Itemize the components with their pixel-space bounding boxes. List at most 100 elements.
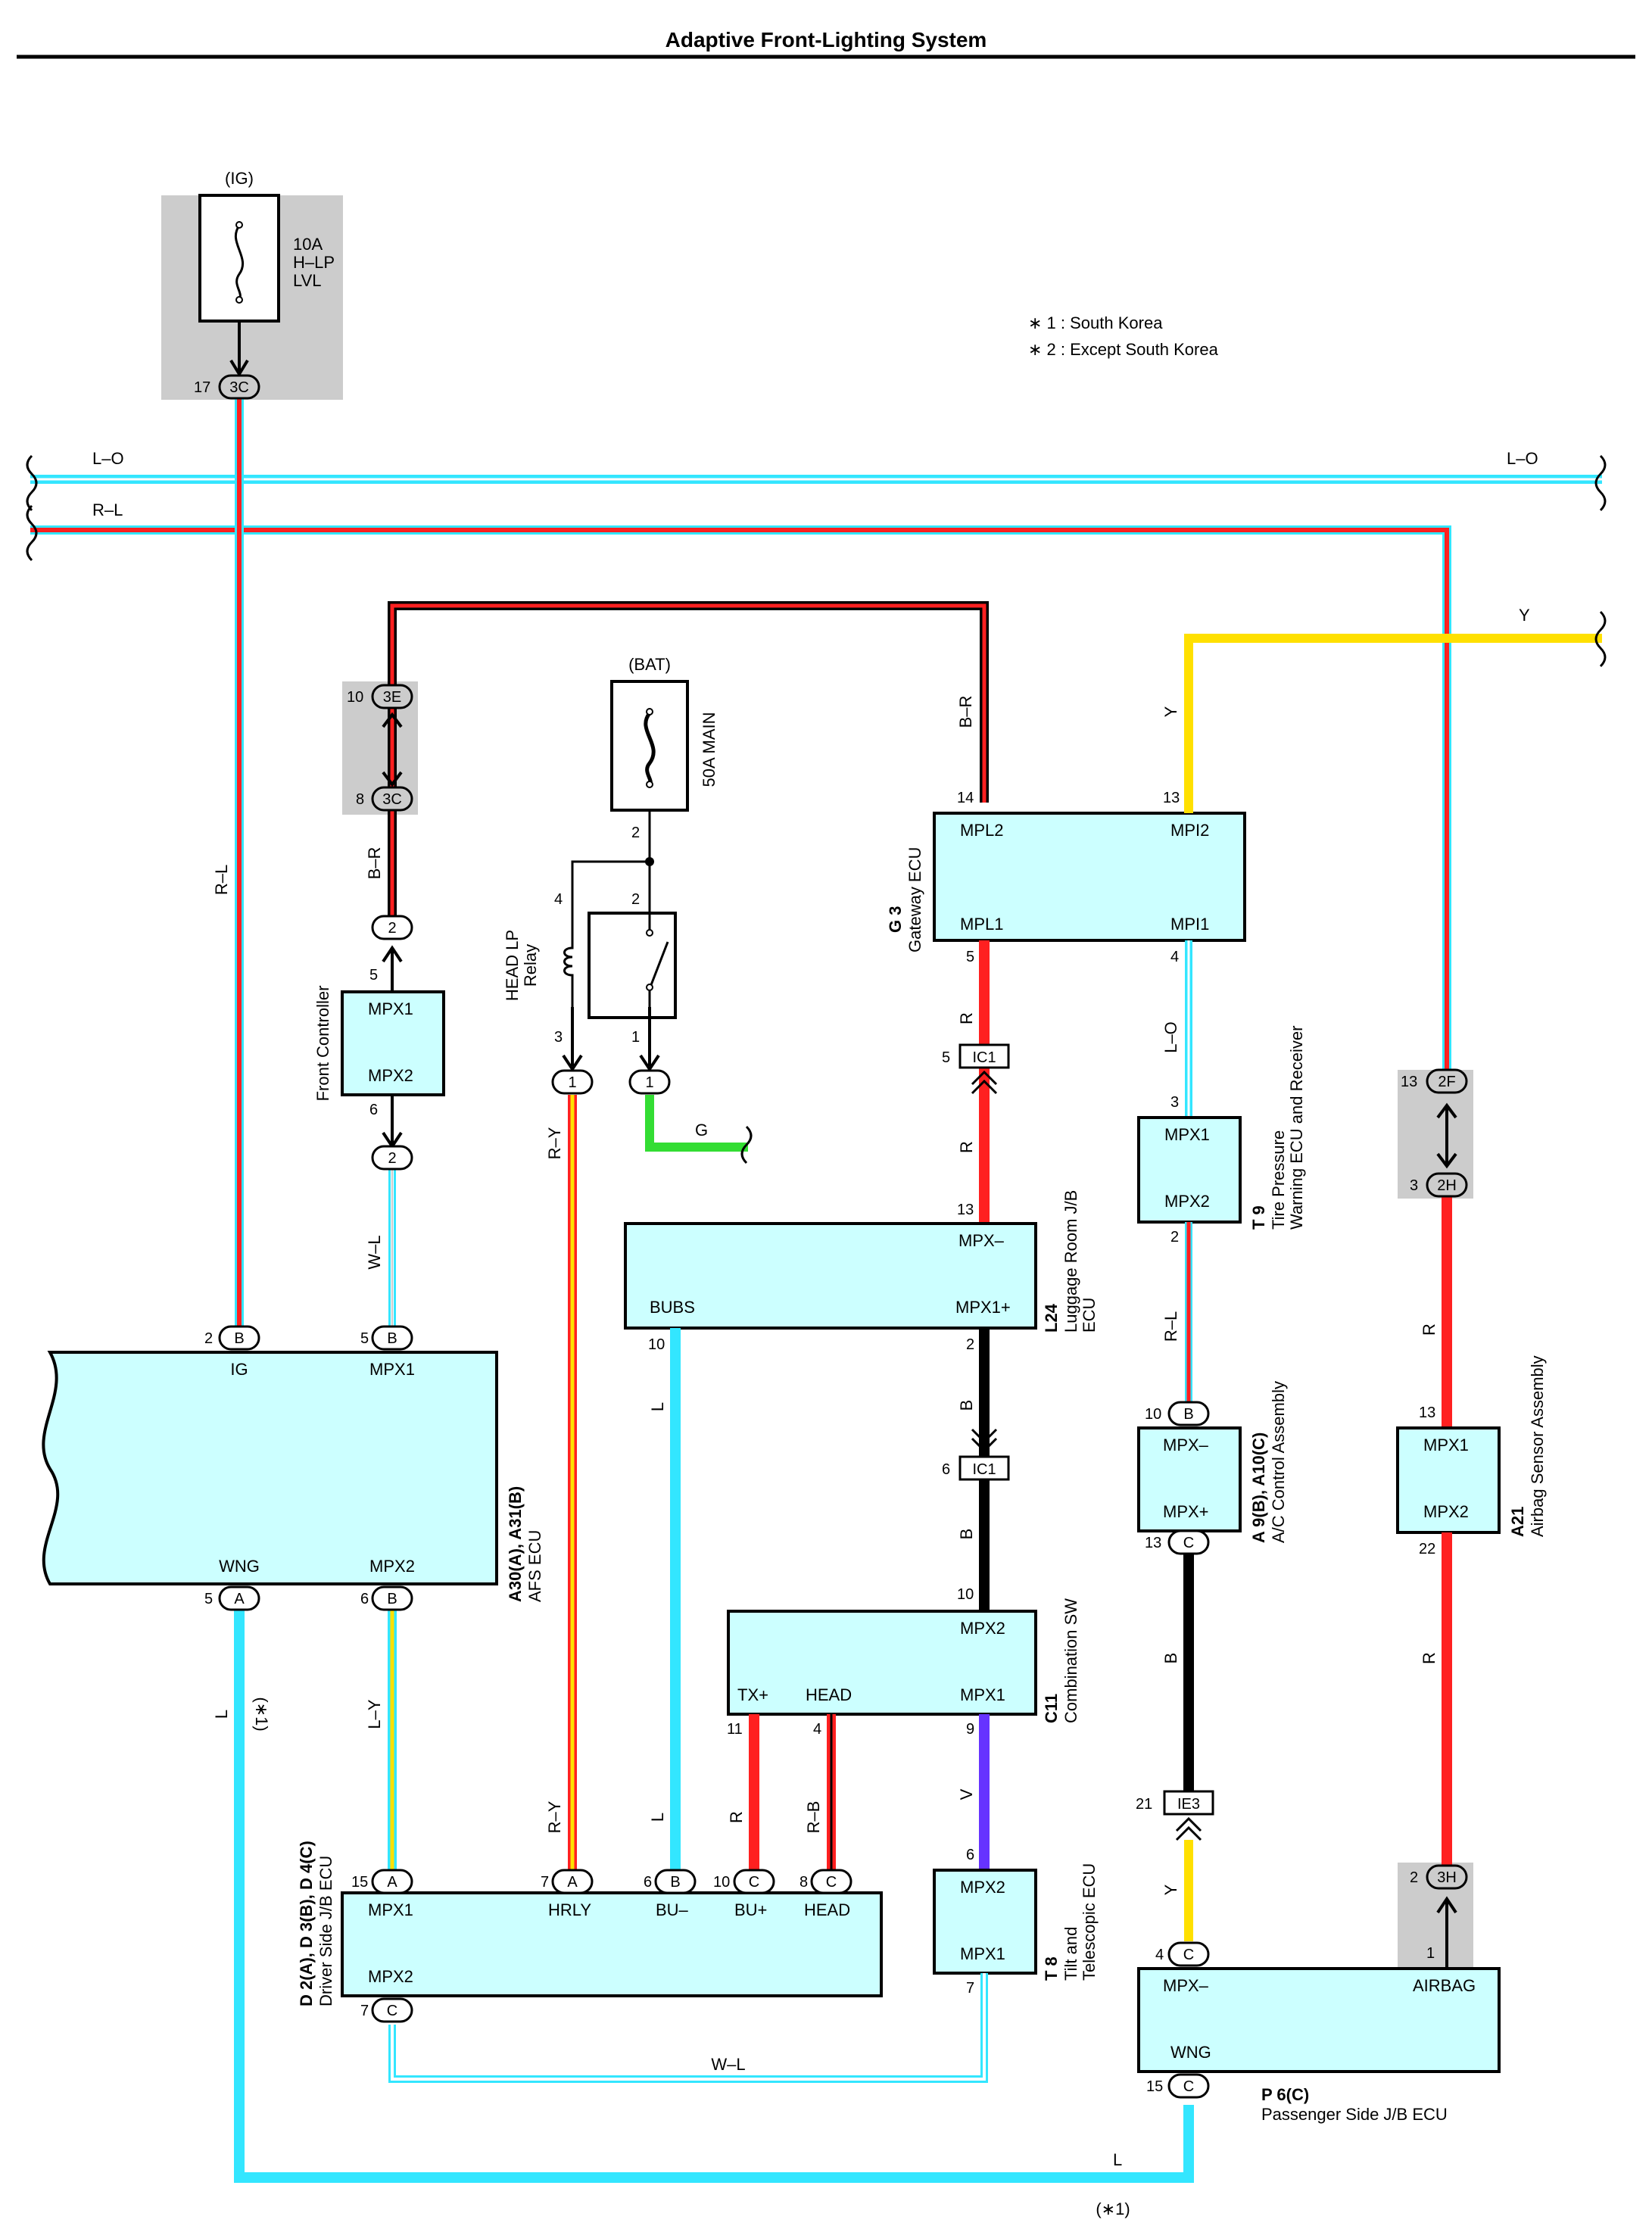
pin-7-tilt: 7 [966,1980,974,1997]
wire-y-pass-label: Y [1161,1884,1180,1895]
connector-ie3 [1163,1790,1214,1816]
wire-br-front: B–R [365,847,384,880]
note-2: ∗ 2 : Except South Korea [1028,340,1219,359]
comb-mpx2: MPX2 [960,1619,1005,1638]
pin-5-gw: 5 [966,949,974,965]
conn-b-afs-ig: B [234,1330,244,1347]
pin-13-lug: 13 [957,1202,974,1218]
gateway-mpl1: MPL1 [960,915,1003,934]
pin-6-ic1: 6 [942,1461,950,1478]
pin-4-pass: 4 [1155,1947,1164,1963]
conn-c-pass-wng: C [1183,2078,1194,2095]
conn-a-drv-hrly: A [567,1874,578,1891]
pin-14-gw: 14 [957,790,974,806]
pin-1-airbag: 1 [1426,1945,1435,1962]
wire-rl-bus: R–L [92,500,123,519]
tilt-name-2: Telescopic ECU [1080,1863,1099,1981]
combination-switch [727,1610,1037,1716]
conn-c-ac: C [1183,1535,1194,1551]
gateway-name: Gateway ECU [905,847,924,952]
note-star1-afs: (∗1) [252,1697,271,1731]
wire-r-gw-2: R [957,1141,976,1153]
pin-5-fc: 5 [369,967,378,984]
pin-8-drv: 8 [800,1874,808,1891]
pin-5-afs-wng: 5 [204,1591,213,1607]
pin-7-drv: 7 [541,1874,549,1891]
pin-15-pass: 15 [1146,2078,1163,2095]
driver-head: HEAD [804,1900,850,1919]
break-left-2 [26,504,38,562]
double-arrow-icon [382,712,403,787]
pin-2-fuse: 2 [631,825,640,841]
passenger-mpx-minus: MPX– [1163,1976,1209,1995]
pin-8-3c: 8 [356,791,364,808]
pin-2-relay: 2 [631,891,640,908]
pin-2-lug: 2 [966,1336,974,1353]
bat-fuse-icon [644,712,656,787]
ig-fuse-rating: 10A [293,235,323,254]
pin-9-comb: 9 [966,1721,974,1738]
conn-3h: 3H [1437,1869,1457,1886]
front-controller-label: Front Controller [313,986,332,1102]
pin-4-comb: 4 [813,1721,821,1738]
wire-rl-afs: R–L [212,865,231,895]
afs-ig: IG [230,1360,248,1379]
wire-l-bottom-label: L [1113,2150,1122,2169]
pin-5-afs: 5 [360,1330,369,1347]
tilt-mpx1: MPX1 [960,1944,1005,1963]
bat-source: (BAT) [628,655,671,674]
conn-b-afs-mpx2: B [387,1591,397,1607]
pin-6-afs: 6 [360,1591,369,1607]
wire-ly-label: L–Y [365,1699,384,1729]
front-controller [341,990,445,1096]
pin-2-tire: 2 [1170,1229,1179,1246]
ic1-label: IC1 [972,1049,996,1066]
wire-y-bus: Y [1519,606,1530,625]
pin-13-ac: 13 [1145,1535,1161,1551]
pin-17: 17 [194,379,210,396]
wire-l-wng [234,1610,1194,2183]
pin-10-drv: 10 [713,1874,730,1891]
double-chevron-icon [971,1428,998,1453]
comb-code: C11 [1042,1694,1061,1723]
conn-a-afs-wng: A [234,1591,245,1607]
luggage-room-jb-ecu [624,1222,1037,1330]
pin-13-2f: 13 [1401,1074,1417,1090]
afs-code: A30(A), A31(B) [506,1486,525,1602]
pin-7-drv-mpx2: 7 [360,2003,369,2019]
wire-g [645,1095,748,1152]
ie3-label: IE3 [1177,1796,1200,1813]
driver-mpx1: MPX1 [368,1900,413,1919]
wire-lo-gw: L–O [1161,1021,1180,1053]
wire-rl-tire: R–L [1161,1311,1180,1342]
passenger-name: Passenger Side J/B ECU [1261,2105,1448,2124]
wire-y-gateway: Y [1161,706,1180,717]
gateway-mpl2: MPL2 [960,821,1003,840]
wire-lo-left: L–O [92,449,124,468]
wire-r-tx-label: R [727,1811,746,1823]
airbag-name: Airbag Sensor Assembly [1528,1355,1547,1537]
front-controller-mpx1: MPX1 [368,999,413,1018]
wire-r-airbag-label: R [1420,1323,1438,1336]
bat-fuse-box [610,680,689,812]
driver-mpx2: MPX2 [368,1967,413,1986]
pin-10-3e: 10 [347,689,363,706]
comb-name: Combination SW [1061,1598,1080,1723]
tire-name-1: Tire Pressure [1269,1130,1288,1230]
conn-2-fc-top: 2 [388,920,396,937]
conn-b-afs-mpx1: B [387,1330,397,1347]
double-chevron-icon [971,1070,998,1095]
diagram-title: Adaptive Front-Lighting System [665,28,987,51]
wire-r-gw-1: R [957,1012,976,1024]
pin-10-lug: 10 [648,1336,665,1353]
conn-2h: 2H [1437,1177,1457,1194]
gateway-mpi1: MPI1 [1170,915,1209,934]
pin-3-tire: 3 [1170,1094,1179,1111]
luggage-name-2: ECU [1080,1298,1099,1333]
note-star1-bottom: (∗1) [1096,2200,1130,2218]
wire-rb-label: R–B [804,1801,823,1834]
wire-wl-bottom [388,1973,988,2083]
double-chevron-icon [1175,1816,1202,1841]
ac-control-assembly [1137,1426,1242,1532]
break-g-icon [740,1125,753,1164]
